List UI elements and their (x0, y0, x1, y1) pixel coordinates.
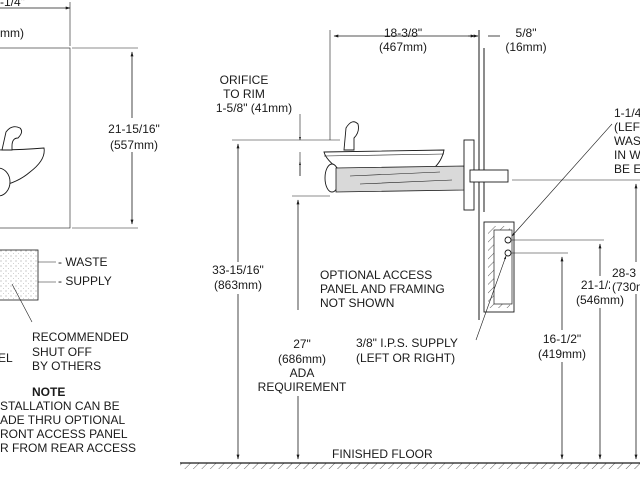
shutoff-leader (11, 283, 33, 323)
orifice-line2: TO RIM (223, 87, 265, 101)
top-height: 28-3 (612, 266, 636, 280)
supply-note-line1: 3/8" I.P.S. SUPPLY (356, 336, 458, 350)
front-bubbler (1, 126, 23, 151)
wall-plate-outline (0, 47, 71, 229)
rim-height: 33-15/16" (212, 263, 264, 277)
top-height-mm: (730m (612, 280, 640, 294)
ada-line2: REQUIREMENT (258, 380, 347, 394)
front-width-dim: -1/4" (0, 0, 25, 9)
waste-note-line5: BE E (614, 162, 640, 176)
panel-fragment: EL (0, 351, 13, 365)
orifice-line3: 1-5/8" (41mm) (216, 101, 292, 115)
side-bubbler (343, 121, 359, 151)
access-line3: NOT SHOWN (320, 296, 394, 310)
supply-outlet (504, 249, 512, 257)
supply-leader (475, 255, 507, 341)
shutoff-line1: RECOMMENDED (32, 330, 129, 344)
note-line4: R FROM REAR ACCESS (0, 441, 136, 455)
floor-label: FINISHED FLOOR (332, 447, 433, 461)
note-title: NOTE (32, 385, 65, 399)
front-width-dim-mm: mm) (0, 26, 24, 40)
note-line1: STALLATION CAN BE (0, 399, 120, 413)
front-height-dim: 21-15/16" (108, 122, 160, 136)
access-line1: OPTIONAL ACCESS (320, 268, 432, 282)
ada-height: 27" (293, 337, 311, 351)
note-line3: RONT ACCESS PANEL (0, 427, 128, 441)
supply-note-line2: (LEFT OR RIGHT) (356, 351, 455, 365)
waste-note-line4: IN W (614, 148, 640, 162)
front-waste-label: - WASTE (58, 255, 108, 269)
waste-height-mm: (546mm) (576, 293, 624, 307)
front-drain (0, 167, 11, 197)
side-view: FINISHED FLOOR 18-3/8" (467mm) 5/8" (16m… (180, 26, 640, 469)
access-line2: PANEL AND FRAMING (320, 282, 445, 296)
supply-height: 16-1/2" (543, 332, 581, 346)
width-dim: 18-3/8" (384, 26, 422, 40)
ada-line1: ADA (290, 366, 315, 380)
front-view: -1/4" mm) 21-15/16" (557mm) - WASTE - SU… (0, 0, 166, 455)
front-supply-label: - SUPPLY (58, 274, 112, 288)
waste-leader (511, 123, 613, 237)
side-trap (335, 165, 465, 193)
ada-height-mm: (686mm) (278, 352, 326, 366)
note-line2: ADE THRU OPTIONAL (0, 413, 125, 427)
front-height-dim-mm: (557mm) (110, 138, 158, 152)
waste-note-line1: 1-1/4 (614, 106, 640, 120)
rim-height-mm: (863mm) (214, 278, 262, 292)
orifice-line1: ORIFICE (220, 73, 269, 87)
shutoff-line2: SHUT OFF (32, 345, 92, 359)
supply-height-mm: (419mm) (538, 347, 586, 361)
waste-note-line2: (LEF (614, 120, 640, 134)
waste-note-line3: WAS (614, 134, 640, 148)
front-carrier (0, 249, 39, 301)
floor-hatch (180, 463, 640, 469)
wall-dim-mm: (16mm) (505, 40, 546, 54)
width-dim-mm: (467mm) (379, 40, 427, 54)
waste-height: 21-1/2" (581, 278, 619, 292)
waste-outlet (504, 236, 512, 244)
shutoff-line3: BY OTHERS (32, 359, 101, 373)
wall-dim: 5/8" (516, 26, 537, 40)
